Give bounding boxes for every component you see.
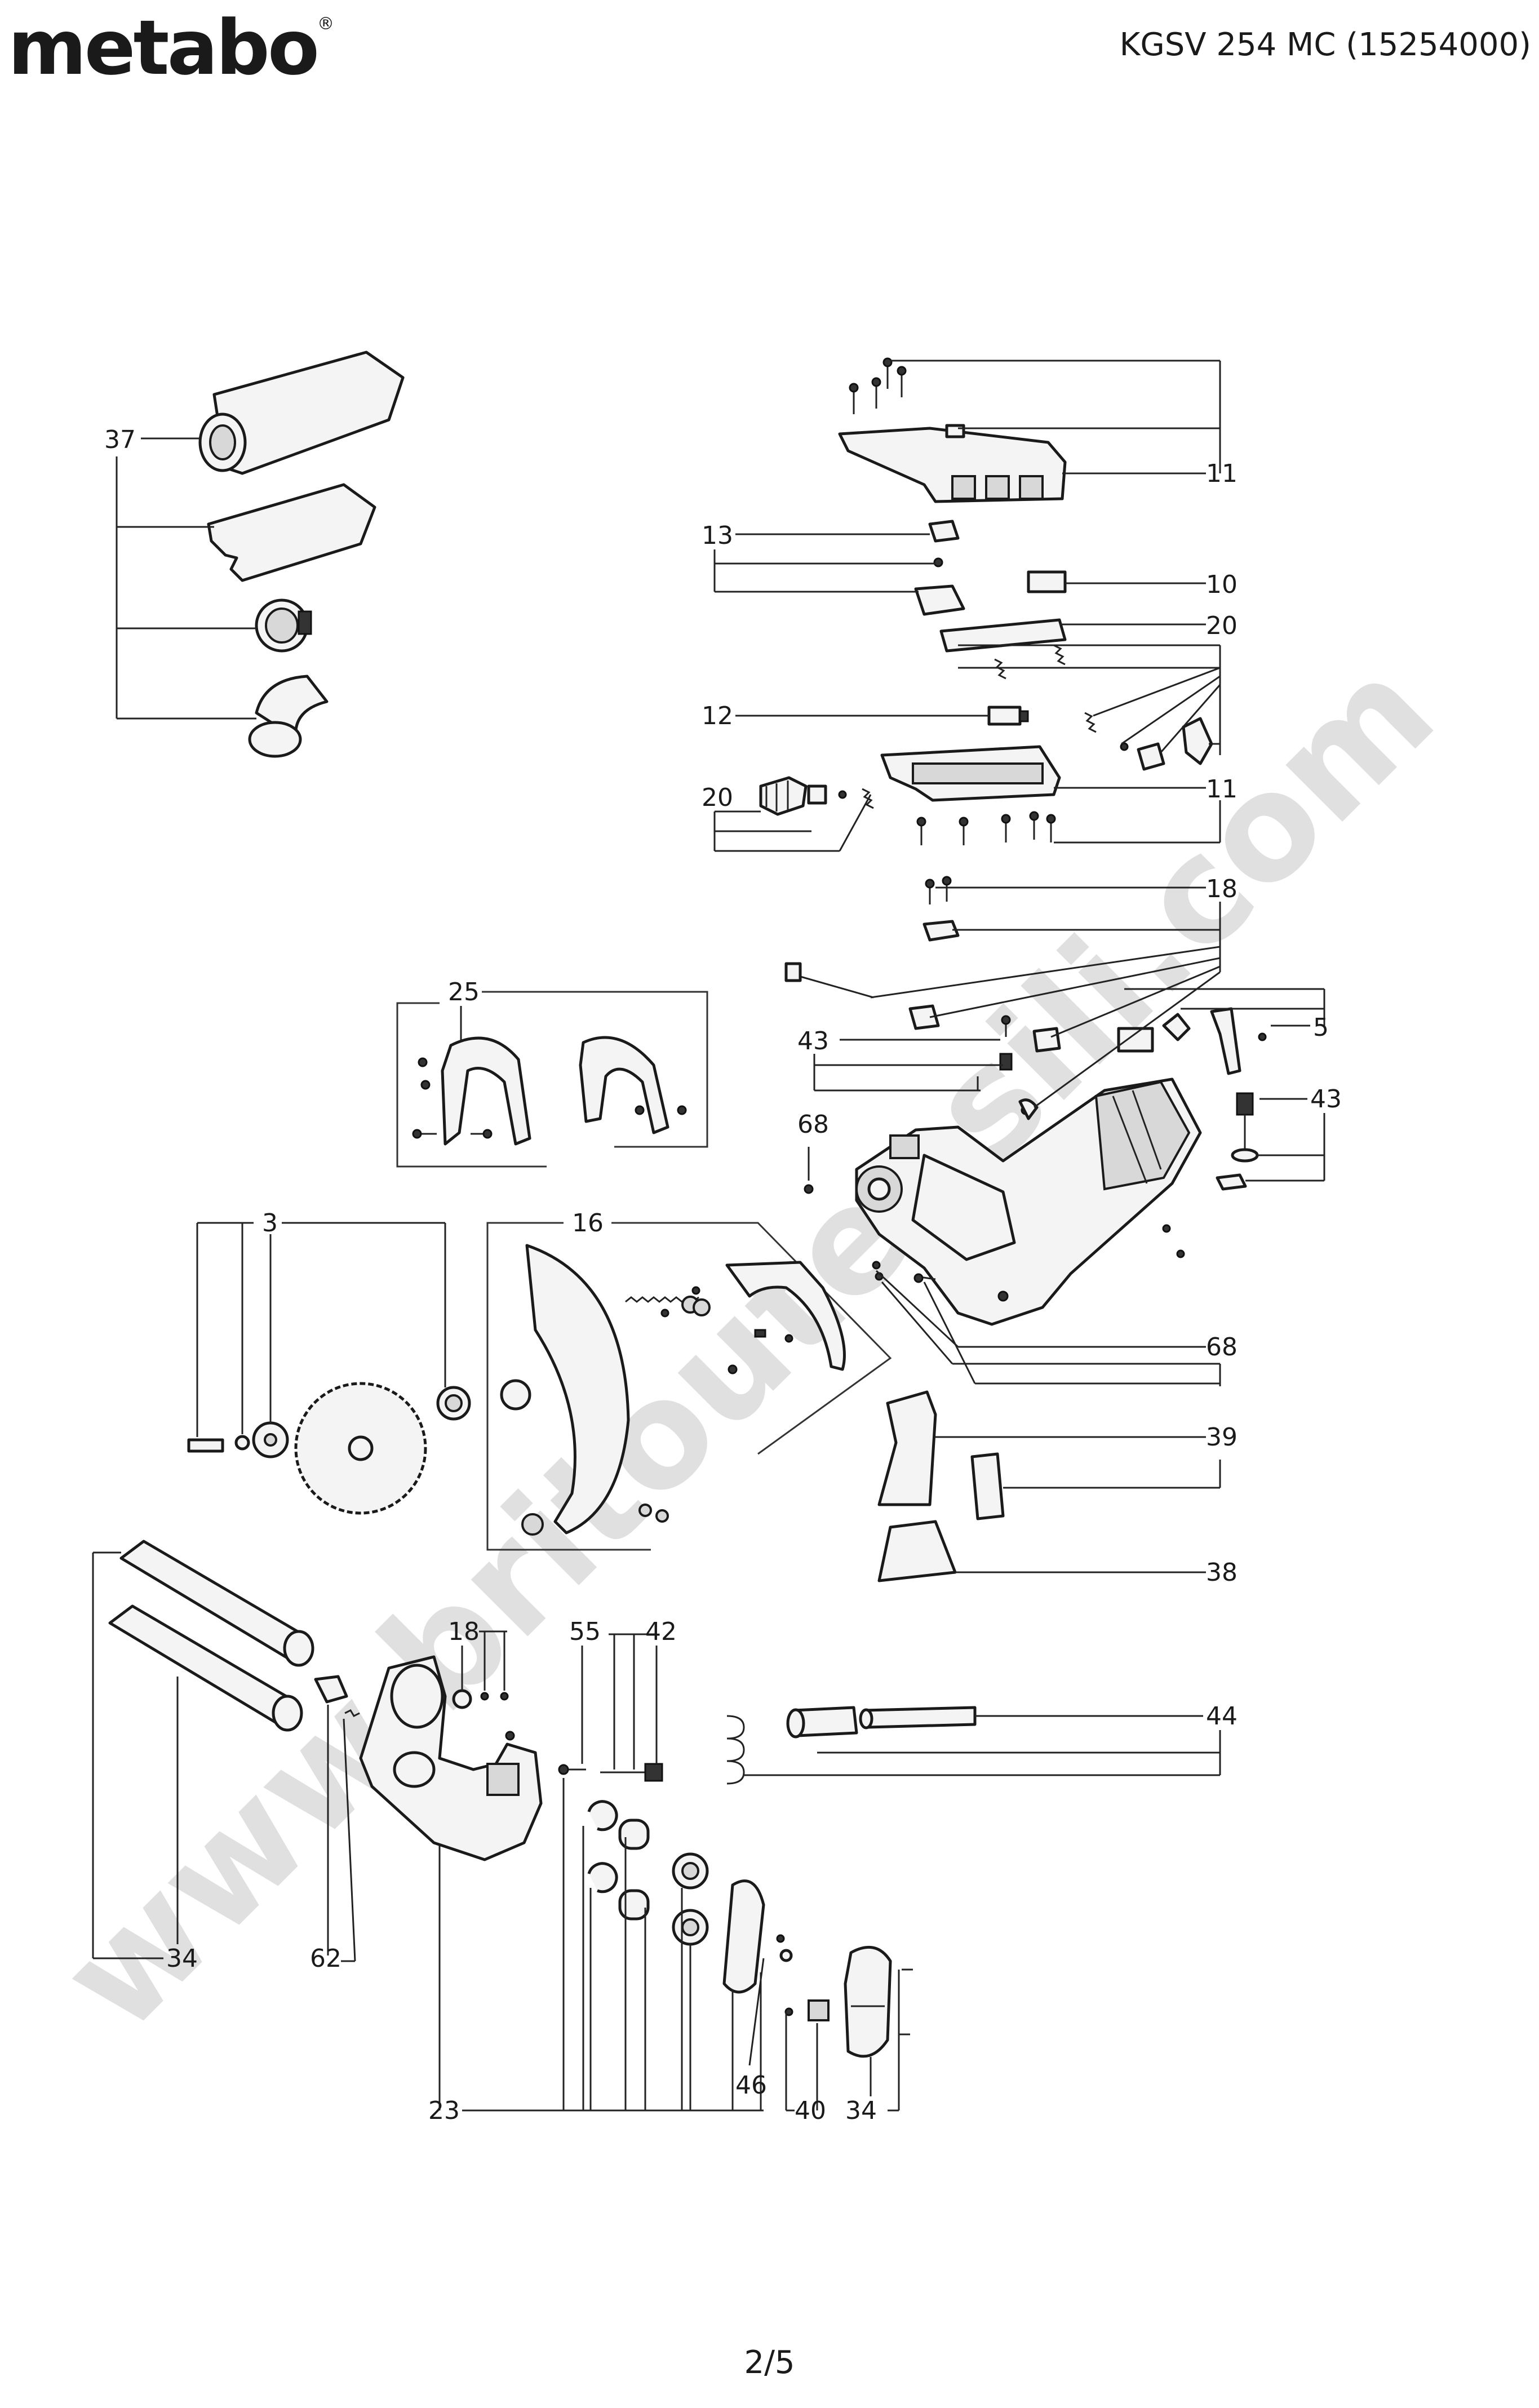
label-25: 25 bbox=[448, 978, 480, 1006]
label-40: 40 bbox=[795, 2096, 826, 2125]
bushing-set-icon bbox=[558, 1763, 793, 1994]
label-68b: 68 bbox=[1206, 1333, 1238, 1362]
label-23: 23 bbox=[428, 2096, 460, 2125]
label-12: 12 bbox=[702, 702, 733, 730]
lower-housing-icon bbox=[759, 745, 1061, 845]
label-18b: 18 bbox=[448, 1617, 480, 1646]
label-16: 16 bbox=[572, 1209, 604, 1238]
leader-18a-43-5-68 bbox=[808, 886, 1325, 1386]
label-3: 3 bbox=[262, 1209, 278, 1238]
label-37: 37 bbox=[104, 425, 136, 454]
brand-name: metabo bbox=[8, 4, 320, 92]
label-55: 55 bbox=[569, 1617, 601, 1646]
leader-11a bbox=[890, 360, 1221, 474]
slide-rod-icon bbox=[108, 1540, 314, 1732]
label-62: 62 bbox=[310, 1944, 341, 1973]
label-13: 13 bbox=[702, 521, 733, 550]
label-43b: 43 bbox=[1310, 1085, 1342, 1114]
leader-bottom bbox=[462, 1778, 900, 2112]
leader-13-10-20-12 bbox=[713, 533, 1221, 755]
label-46: 46 bbox=[735, 2071, 767, 2100]
leader-55-42 bbox=[581, 1633, 658, 1770]
leader-20b-11b bbox=[713, 787, 1221, 852]
watermark: www.britoutensili.com bbox=[29, 627, 1466, 2064]
foot-handle-icon bbox=[784, 1945, 913, 2058]
page-number: 2/5 bbox=[744, 2344, 795, 2381]
part-labels: 37 11 13 10 20 12 20 11 18 25 5 43 43 68… bbox=[104, 425, 1342, 2125]
label-43a: 43 bbox=[797, 1027, 829, 1056]
label-38: 38 bbox=[1206, 1558, 1238, 1587]
label-68a: 68 bbox=[797, 1110, 829, 1139]
label-39: 39 bbox=[1206, 1423, 1238, 1452]
label-44: 44 bbox=[1206, 1702, 1238, 1731]
leader-34a bbox=[92, 1551, 179, 1959]
leader-3 bbox=[196, 1222, 446, 1437]
leader-44 bbox=[744, 1715, 1221, 1776]
label-11a: 11 bbox=[1206, 459, 1238, 488]
brand-logo: metabo® bbox=[8, 10, 334, 86]
label-5: 5 bbox=[1313, 1013, 1329, 1042]
label-20b: 20 bbox=[702, 783, 733, 812]
label-10: 10 bbox=[1206, 570, 1238, 599]
label-11b: 11 bbox=[1206, 775, 1238, 804]
pivot-arm-icon bbox=[314, 1655, 543, 1861]
watermark-text: www.britoutensili.com bbox=[29, 627, 1466, 2064]
spring-icon bbox=[726, 1706, 977, 1785]
motor-head-icon bbox=[784, 876, 1267, 1326]
label-20a: 20 bbox=[1206, 611, 1238, 640]
model-number: KGSV 254 MC (15254000) bbox=[1119, 26, 1531, 63]
small-parts-upper bbox=[914, 520, 1213, 771]
dust-bag-icon bbox=[198, 351, 405, 758]
label-34b: 34 bbox=[845, 2096, 877, 2125]
saw-blade-icon bbox=[187, 1382, 471, 1515]
brand-registered-mark: ® bbox=[317, 14, 334, 34]
upper-housing-icon bbox=[838, 357, 1067, 503]
blade-guide-icon bbox=[877, 1390, 1005, 1582]
handle-icon bbox=[396, 991, 708, 1168]
leader-62-18b bbox=[327, 1630, 507, 2110]
label-18a: 18 bbox=[1206, 875, 1238, 903]
label-34a: 34 bbox=[166, 1944, 198, 1973]
leader-39-38 bbox=[935, 1436, 1221, 1573]
label-42: 42 bbox=[645, 1617, 677, 1646]
blade-guard-icon bbox=[486, 1222, 892, 1551]
leader-37 bbox=[116, 437, 256, 720]
